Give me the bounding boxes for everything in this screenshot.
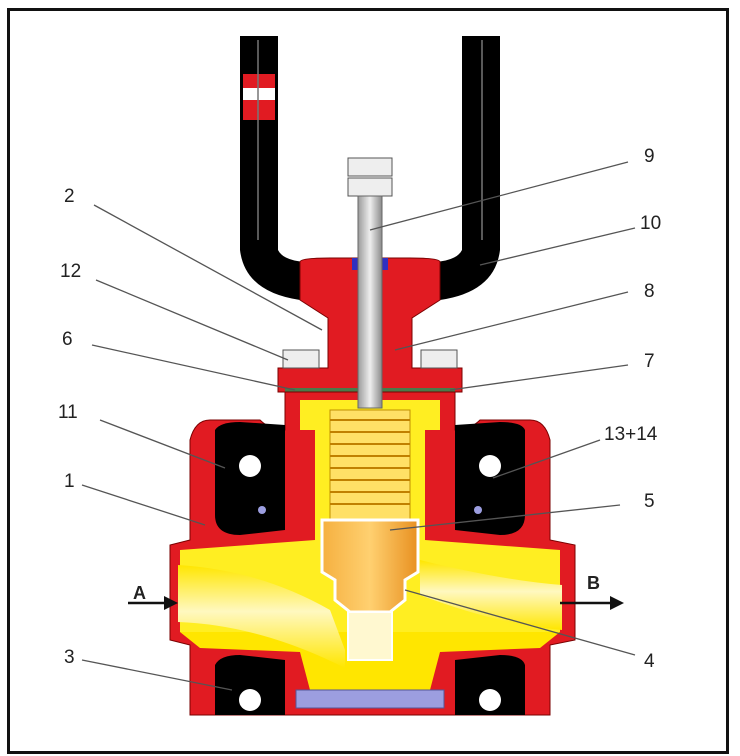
- outlet-passage: [420, 560, 562, 630]
- leader-2: [93, 204, 323, 331]
- leader-8: [394, 291, 629, 351]
- leader-7: [449, 364, 629, 391]
- label-part-5: 5: [644, 491, 655, 512]
- leader-5: [389, 504, 621, 531]
- bolt-hole: [479, 455, 501, 477]
- label-part-7: 7: [644, 351, 655, 372]
- outlet-arrow-head: [610, 596, 624, 610]
- leader-10: [479, 227, 636, 266]
- label-part-2: 2: [64, 186, 75, 207]
- bellows: [329, 409, 411, 521]
- bolt-hole: [479, 689, 501, 711]
- yoke-right-arm: [410, 36, 500, 300]
- label-part-4: 4: [644, 651, 655, 672]
- leader-11: [99, 419, 226, 469]
- leader-6: [91, 344, 296, 391]
- yoke-notch: [446, 42, 458, 52]
- inlet-passage: [178, 565, 345, 668]
- leader-lines: [81, 161, 636, 691]
- label-part-3: 3: [64, 647, 75, 668]
- inlet-arrow-head: [164, 596, 178, 610]
- flow-arrows: [128, 596, 624, 610]
- right-lower-pad: [455, 655, 525, 715]
- label-part-11: 11: [58, 402, 78, 423]
- yoke-notch: [446, 172, 458, 182]
- stem-nut: [347, 177, 393, 197]
- bonnet-bolts: [282, 349, 458, 369]
- label-part-8: 8: [644, 281, 655, 302]
- flow-label-outlet: B: [587, 573, 600, 593]
- bottom-seal: [295, 689, 445, 709]
- bolt-hole: [239, 689, 261, 711]
- left-flange-pad: [215, 422, 285, 535]
- yoke-left-stripe-band: [243, 88, 275, 100]
- valve-stem: [347, 157, 393, 409]
- label-part-1: 1: [64, 471, 75, 492]
- left-lower-pad: [215, 655, 285, 715]
- stem-rod: [357, 195, 383, 409]
- leader-3: [81, 659, 233, 691]
- valve-plug: [320, 518, 420, 661]
- label-part-6: 6: [62, 329, 73, 350]
- yoke: [240, 36, 500, 300]
- leader-12: [95, 279, 289, 361]
- leader-9: [369, 161, 629, 231]
- label-part-10: 10: [640, 213, 662, 234]
- stem-nut: [347, 157, 393, 177]
- label-part-9: 9: [644, 146, 655, 167]
- flow-label-inlet: A: [133, 583, 146, 603]
- label-part-13-14: 13+14: [604, 424, 658, 445]
- bolt-head: [420, 349, 458, 369]
- leader-1: [81, 484, 206, 526]
- leader-13-14: [492, 439, 601, 479]
- bolt-dot: [258, 506, 266, 514]
- bolt-hole: [239, 455, 261, 477]
- right-flange-pad: [455, 422, 525, 535]
- bolt-head: [282, 349, 320, 369]
- label-part-12: 12: [60, 261, 82, 282]
- bolt-dot: [474, 506, 482, 514]
- leader-4: [404, 589, 636, 656]
